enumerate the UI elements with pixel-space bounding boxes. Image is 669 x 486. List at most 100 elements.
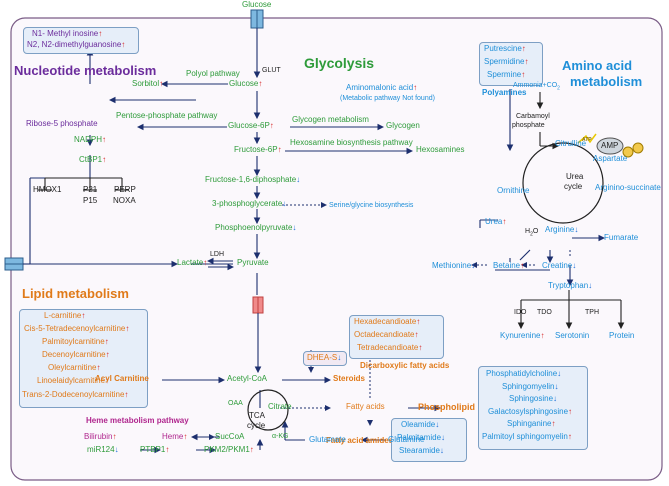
water-label: H2O bbox=[525, 228, 539, 238]
serine-label: Serine/glycine biosynthesis bbox=[329, 202, 414, 209]
f16-node: Fructose-1,6-diphosphate↓ bbox=[205, 175, 301, 184]
polyamine-item: Spermine↑ bbox=[487, 70, 526, 79]
polyol-label: Polyol pathway bbox=[186, 69, 240, 78]
steroids-node: Steroids bbox=[333, 374, 366, 383]
lactate-node: Lactate↑ bbox=[177, 258, 208, 267]
aminomalonic-note: (Metabolic pathway Not found) bbox=[340, 95, 435, 102]
mir124-node: miR124↓ bbox=[87, 445, 119, 454]
phospholipid-node: Phospholipid bbox=[418, 402, 475, 412]
kynurenine-node: Kynurenine↑ bbox=[500, 331, 545, 340]
glycogen-metabolism-label: Glycogen metabolism bbox=[292, 115, 369, 124]
protein-node: Protein bbox=[609, 331, 635, 340]
ldh-label: LDH bbox=[210, 251, 225, 258]
arginine-node: Arginine↓ bbox=[545, 225, 579, 234]
tph-label: TPH bbox=[585, 309, 599, 316]
phospholipid-item: Sphingosine↓ bbox=[509, 394, 558, 403]
target-hmox1: HMOX1 bbox=[33, 185, 62, 194]
tca-label: TCA bbox=[249, 411, 265, 420]
polyamine-item: Putrescine↑ bbox=[484, 44, 526, 53]
urea-node: Urea↑ bbox=[485, 217, 507, 226]
target-noxa: NOXA bbox=[113, 196, 136, 205]
amide-item: Palmitamide↓ bbox=[397, 433, 446, 442]
sorbitol-node: Sorbitol↑ bbox=[132, 79, 164, 88]
phosphate-label: phosphate bbox=[512, 122, 545, 129]
pep-node: Phosphoenolpyruvate↓ bbox=[215, 223, 297, 232]
amide-item: Stearamide↓ bbox=[399, 446, 444, 455]
hexosamines-node: Hexosamines bbox=[416, 145, 465, 154]
heme-node: Heme↑ bbox=[162, 432, 188, 441]
carbamoyl-label: Carbamoyl bbox=[516, 113, 550, 120]
carnitine-item: Cis-5-Tetradecenoylcarnitine↑ bbox=[24, 324, 130, 333]
akg-node: α-KG bbox=[272, 433, 289, 440]
dhea-box bbox=[303, 351, 347, 366]
citrulline-node: Citrulline bbox=[555, 139, 587, 148]
dicarboxylic-item: Hexadecandioate↑ bbox=[354, 317, 421, 326]
polyamines-label: Polyamines bbox=[482, 88, 527, 97]
nadph-node: NADPH↑ bbox=[74, 135, 107, 144]
glut-label: GLUT bbox=[262, 67, 281, 74]
ammonia-label: Ammonia+CO2 bbox=[513, 82, 560, 92]
dicarboxylic-item: Tetradecandioate↑ bbox=[357, 343, 423, 352]
arginosuccinate-node: Arginino-succinate bbox=[595, 183, 661, 192]
amide-item: Oleamide↓ bbox=[401, 420, 440, 429]
amide-box bbox=[391, 418, 467, 462]
tca-label-2: cycle bbox=[247, 421, 266, 430]
fatty-acids-node: Fatty acids bbox=[346, 402, 385, 411]
carnitine-item: Oleylcarnitine↑ bbox=[48, 363, 101, 372]
tryptophan-node: Tryptophan↓ bbox=[548, 281, 593, 290]
nucleotide-item: N2, N2-dimethylguanosine↑ bbox=[27, 40, 126, 49]
dicarboxylic-label: Dicarboxylic fatty acids bbox=[360, 361, 450, 370]
ptbp1-node: PTBP1↑ bbox=[140, 445, 170, 454]
phospholipid-item: Galactosylsphingosine↑ bbox=[488, 406, 573, 416]
methionine-node: Methionine↓ bbox=[432, 261, 476, 270]
ido-label: IDO bbox=[514, 309, 527, 316]
ornithine-node: Ornithine bbox=[497, 186, 530, 195]
phospholipid-item: Sphingomyelin↓ bbox=[502, 381, 559, 391]
citrate-node: Citrate bbox=[268, 402, 292, 411]
serotonin-node: Serotonin bbox=[555, 331, 590, 340]
glutamate-node: Glutamate bbox=[309, 435, 346, 444]
oaa-node: OAA bbox=[228, 400, 243, 407]
ppp-label: Pentose-phosphate pathway bbox=[116, 111, 218, 120]
carnitine-item: Trans-2-Dodecenoylcarnitine↑ bbox=[22, 390, 129, 399]
phospholipid-box bbox=[478, 366, 588, 450]
hexosamine-pathway-label: Hexosamine biosynthesis pathway bbox=[290, 138, 413, 147]
target-p21: P21 bbox=[83, 185, 98, 194]
nucleotide-title: Nucleotide metabolism bbox=[14, 63, 157, 78]
urea-cycle-label-2: cycle bbox=[564, 182, 583, 191]
nucleotide-box bbox=[23, 27, 139, 54]
fumarate-node: Fumarate bbox=[604, 233, 639, 242]
amino-title-line1: Amino acid bbox=[562, 58, 633, 73]
carnitine-box bbox=[19, 309, 148, 408]
dicarboxylic-box bbox=[349, 315, 444, 359]
pg3-node: 3-phosphoglycerate↓ bbox=[212, 199, 287, 208]
bilirubin-node: Bilirubin↑ bbox=[84, 432, 117, 441]
nucleotide-item: N1- Methyl inosine↑ bbox=[32, 29, 103, 38]
lipid-title: Lipid metabolism bbox=[22, 286, 129, 301]
f6p-node: Fructose-6P↑ bbox=[234, 145, 282, 154]
tdo-label: TDO bbox=[537, 309, 552, 316]
glucose-node: Glucose↑ bbox=[229, 79, 263, 88]
glycogen-node: Glycogen bbox=[386, 121, 420, 130]
acetyl-coa-node: Acetyl-CoA bbox=[227, 374, 268, 383]
phospholipid-item: Palmitoyl sphingomyelin↑ bbox=[482, 431, 572, 441]
polyamine-item: Spermidine↑ bbox=[484, 57, 529, 66]
acyl-carnitine-node: Acyl Carnitine bbox=[95, 374, 149, 383]
carnitine-item: Linoelaidylcarnitine↑ bbox=[37, 376, 110, 385]
dhea-node: DHEA-S↓ bbox=[307, 353, 342, 362]
pyruvate-node: Pyruvate bbox=[237, 258, 269, 267]
succoa-node: SucCoA bbox=[215, 432, 245, 441]
polyamine-box bbox=[479, 42, 543, 86]
heme-title: Heme metabolism pathway bbox=[86, 416, 189, 425]
atp-label: ATP bbox=[582, 137, 592, 143]
amp-label: AMP bbox=[601, 141, 619, 150]
glucose-top-label: Glucose bbox=[242, 0, 272, 9]
glycolysis-title: Glycolysis bbox=[304, 55, 375, 71]
phospholipid-item: Phosphatidylcholine↓ bbox=[486, 369, 562, 378]
dicarboxylic-item: Octadecandioate↑ bbox=[354, 330, 419, 339]
betaine-node: Betaine↑ bbox=[493, 261, 525, 270]
aspartate-node: Aspartate bbox=[593, 154, 628, 163]
glutamine-node: Glutamine bbox=[388, 435, 425, 444]
